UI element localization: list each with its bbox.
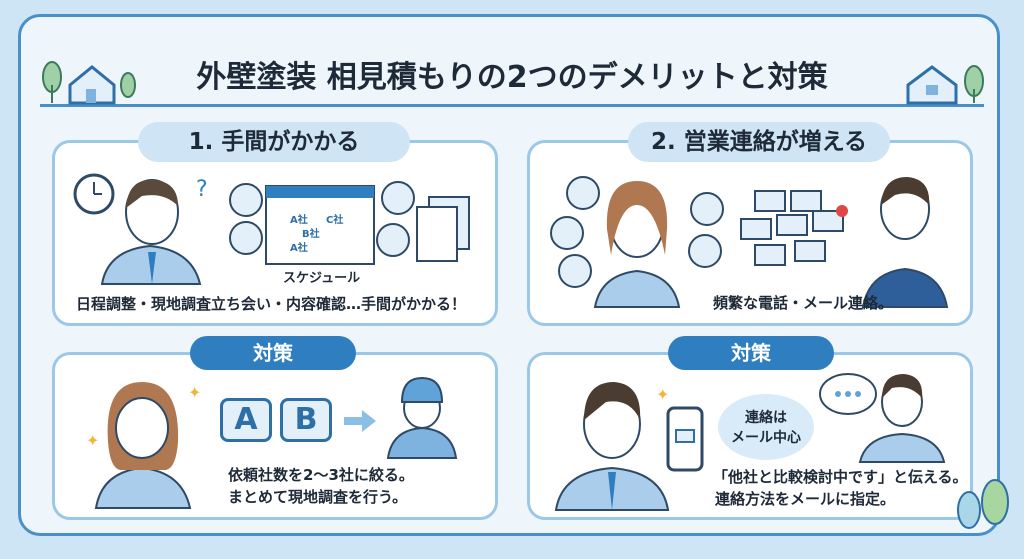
svg-text:?: ? — [196, 177, 208, 202]
tree-icon — [957, 479, 1009, 529]
contractor-worker-illustration — [386, 376, 458, 459]
calendar-entry: C社 — [326, 215, 344, 226]
svg-text:✦: ✦ — [86, 431, 99, 450]
salesperson-illustration — [819, 373, 946, 463]
countermeasure-line: 連絡方法をメールに指定。 — [715, 490, 896, 508]
demerit-heading-1: 1. 手間がかかる — [138, 122, 410, 162]
countermeasure-line: まとめて現地調査を行う。 — [228, 488, 408, 506]
documents-icon — [416, 196, 470, 262]
man-with-phone-illustration: ✦ — [554, 382, 704, 511]
countermeasure-heading-1: 対策 — [190, 336, 356, 370]
company-card-a: A — [220, 398, 272, 442]
company-card-b: B — [280, 398, 332, 442]
demerit-caption-1: 日程調整・現地調査立ち会い・内容確認…手間がかかる！ — [76, 295, 467, 313]
demerit-caption-2: 頻繁な電話・メール連絡。 — [713, 294, 894, 312]
smiling-woman-illustration: ✦✦ — [86, 382, 201, 509]
worried-man-illustration: ? — [73, 173, 208, 285]
title-divider — [40, 104, 984, 107]
countermeasure-line: 依頼社数を2〜3社に絞る。 — [228, 466, 414, 484]
schedule-calendar-illustration — [229, 181, 415, 265]
phone-mail-overload-illustration — [550, 176, 949, 308]
calendar-entry: B社 — [302, 229, 320, 240]
email-focus-bubble: 連絡は メール中心 — [718, 394, 814, 460]
calendar-entry: A社 — [290, 215, 308, 226]
bubble-line: 連絡は — [745, 410, 787, 426]
countermeasure-heading-2: 対策 — [668, 336, 834, 370]
house-tree-icon — [906, 65, 984, 105]
demerit-heading-2: 2. 営業連絡が増える — [628, 122, 890, 162]
calendar-entry: A社 — [290, 243, 308, 254]
bubble-line: メール中心 — [731, 430, 801, 446]
page-title: 外壁塗装 相見積もりの2つのデメリットと対策 — [196, 60, 828, 95]
arrow-right-icon — [344, 410, 376, 432]
svg-text:✦: ✦ — [188, 383, 201, 402]
schedule-label: スケジュール — [283, 271, 361, 286]
svg-text:✦: ✦ — [656, 385, 669, 404]
countermeasure-line: 「他社と比較検討中です」と伝える。 — [713, 468, 968, 486]
house-tree-icon — [42, 61, 136, 105]
